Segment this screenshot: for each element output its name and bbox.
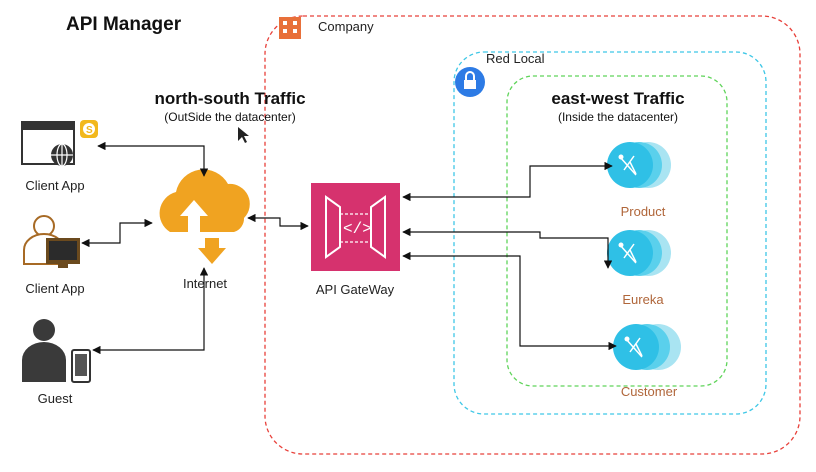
skype-badge-icon: S [80,120,98,138]
east-west-heading-part2: Traffic [633,89,685,108]
microservice-icon [607,230,671,276]
east-west-heading: east-west Traffic [520,89,716,109]
north-south-heading-part2: Traffic [254,89,306,108]
microservice-icon [607,142,671,188]
microservice-icon [613,324,681,370]
client-app-1-label: Client App [25,178,85,193]
guest-label: Guest [37,391,73,406]
user-mobile-icon [22,319,91,383]
east-west-subtitle: (Inside the datacenter) [557,110,679,124]
connectors [81,141,617,355]
api-gateway-label: API GateWay [315,282,395,297]
service-eureka-label: Eureka [622,292,664,307]
browser-globe-icon [21,121,75,167]
company-boundary [264,15,801,455]
svg-text:S: S [86,125,93,136]
red-local-boundary [453,51,767,415]
company-label: Company [318,19,374,34]
client-app-2-label: Client App [25,281,85,296]
cloud-upload-download-icon [159,169,250,264]
page-title: API Manager [66,14,182,35]
east-west-heading-part1: east-west [551,89,634,108]
mouse-cursor-icon [238,127,249,143]
lock-icon [455,67,485,97]
service-customer-label: Customer [620,384,678,399]
red-local-label: Red Local [486,51,545,66]
north-south-heading-part1: north-south [154,89,255,108]
internet-label: Internet [182,276,228,291]
svg-text:</>: </> [343,220,372,238]
service-product-label: Product [620,204,666,219]
building-icon [279,17,301,39]
east-west-boundary [506,75,728,387]
api-gateway-icon: </> [311,183,400,271]
north-south-subtitle: (OutSide the datacenter) [164,110,296,124]
user-desktop-icon [23,215,80,268]
north-south-heading: north-south Traffic [130,89,330,109]
